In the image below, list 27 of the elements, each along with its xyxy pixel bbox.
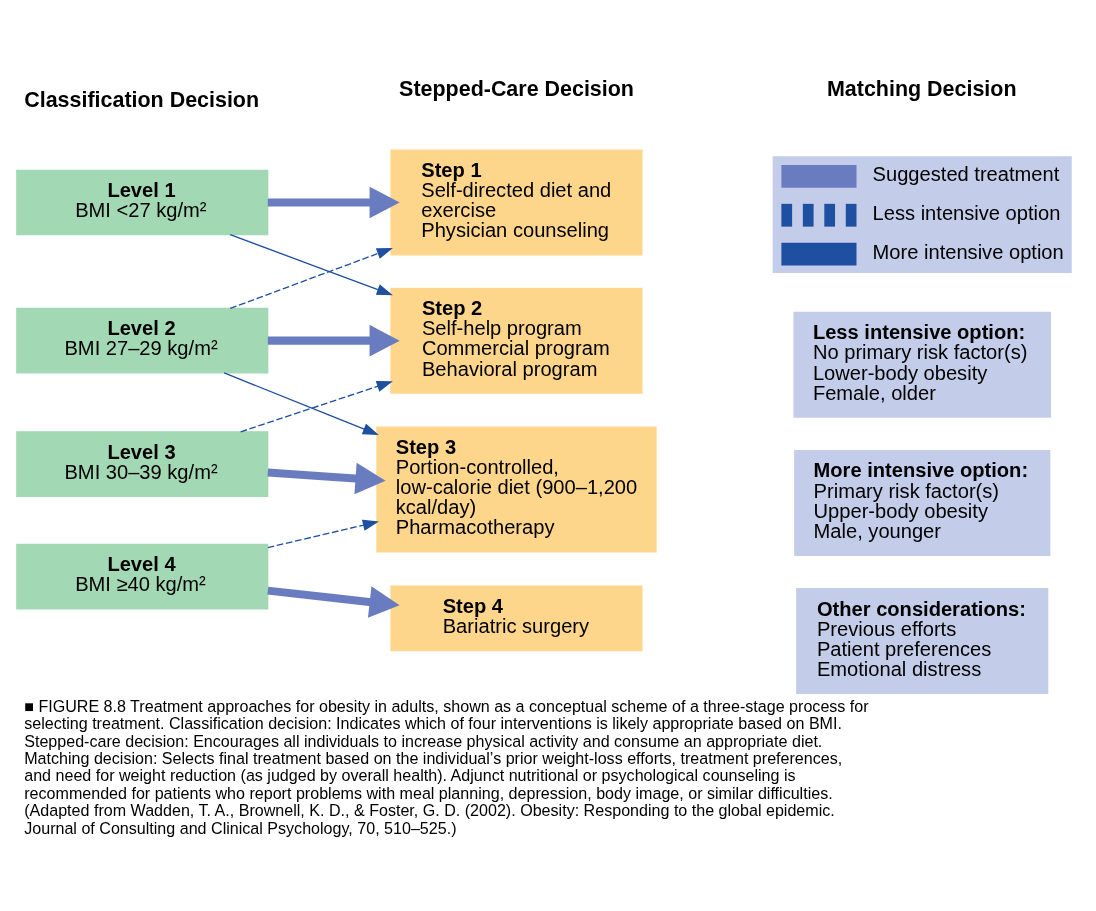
label: Stepped-Care Decision (399, 76, 634, 101)
legend-label: Suggested treatment (872, 162, 1060, 185)
arrow (229, 233, 393, 295)
arrow (229, 247, 393, 309)
node-box: Step 4 Bariatric surgery (390, 584, 643, 651)
node-box: Level 2 BMI 27–29 kg/m² (16, 307, 269, 373)
arrow (223, 371, 379, 435)
node-box: Step 2 Self-help program Commercial program Behavioral program (390, 287, 643, 394)
arrow (240, 380, 393, 432)
legend-label: More intensive option (872, 240, 1064, 263)
node-box: Level 1 BMI <27 kg/m² (16, 169, 269, 235)
node-box: Level 3 BMI 30–39 kg/m² (16, 430, 269, 497)
arrow (267, 324, 400, 356)
node-box: Step 1 Self-directed diet and exercise Physician counseling (390, 149, 643, 255)
node-box: Level 4 BMI ≥40 kg/m² (16, 543, 269, 610)
node-box: Less intensive option: No primary risk factor(s) Lower-body obesity Female, older (793, 311, 1051, 418)
label: Classification Decision (24, 87, 260, 112)
arrow (267, 519, 379, 548)
caption: ■ FIGURE 8.8 Treatment approaches for obesity in adults, shown as a conceptual scheme of a three-stage process for selecting treatment. Classification decision: Indicates which of four interventions is likely appropriate based on BMI. Stepped-care decision: Encourages all individuals to increase physical activity and consume an appropriate diet. Matching decision: Selects final treatment based on the individual’s prior weight-loss efforts, treatment preferences, and need for weight reduction (as judged by overall health). Adjunct nutritional or psychological counseling is recommended for patients who report problems with meal planning, depression, body image, or similar difficulties. (Adapted from Wadden, T. A., Brownell, K. D., & Foster, G. D. (2002). Obesity: Responding to the global epidemic. Journal of Consulting and Clinical Psychology, 70, 510–525.) (24, 696, 869, 837)
arrow (267, 186, 400, 218)
node-box: Other considerations: Previous efforts Patient preferences Emotional distress (796, 587, 1049, 694)
label: Matching Decision (826, 76, 1017, 101)
node-box: Step 3 Portion-controlled, low-calorie diet (900–1,200 kcal/day) Pharmacotherapy (376, 426, 657, 553)
legend-label: Less intensive option (872, 201, 1061, 224)
node-box: More intensive option: Primary risk factor(s) Upper-body obesity Male, younger (794, 449, 1051, 556)
arrow (267, 462, 386, 494)
arrow (267, 585, 400, 618)
